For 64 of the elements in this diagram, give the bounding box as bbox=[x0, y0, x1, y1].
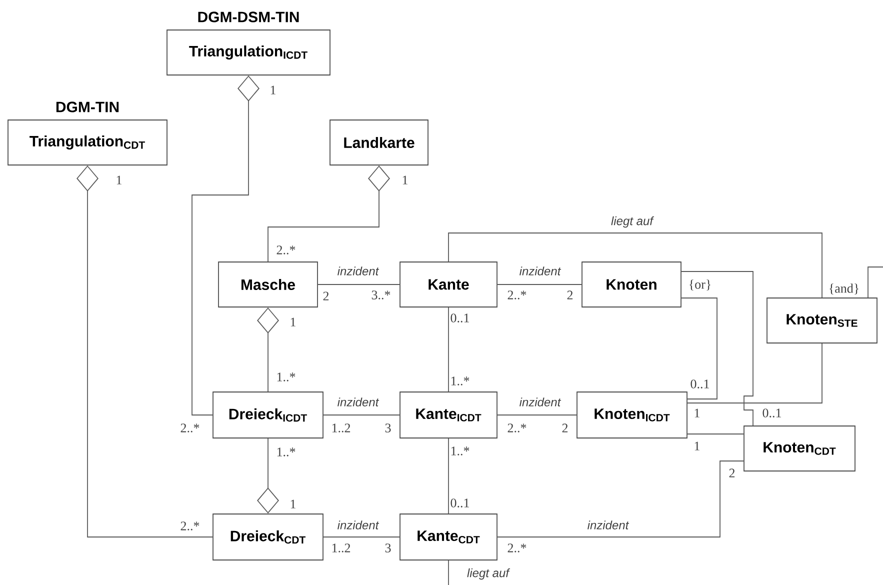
association-line bbox=[448, 560, 449, 585]
diagram-heading: DGM-TIN bbox=[56, 102, 119, 112]
association-line bbox=[681, 298, 718, 400]
multiplicity-label: 3 bbox=[385, 424, 391, 432]
association-line bbox=[497, 460, 744, 538]
association-line bbox=[318, 284, 400, 285]
multiplicity-label: 2..* bbox=[180, 424, 200, 432]
multiplicity-label: 2..* bbox=[276, 246, 296, 254]
edge-label: inzident bbox=[518, 396, 562, 408]
multiplicity-label: 2 bbox=[729, 468, 735, 478]
multiplicity-label: 0..1 bbox=[762, 408, 781, 418]
multiplicity-label: 1 bbox=[694, 408, 700, 418]
association-line bbox=[448, 307, 449, 392]
edge-label: inzident bbox=[518, 266, 562, 276]
class-box: Dreieck$_{CDT}$ bbox=[212, 514, 324, 560]
multiplicity-label: 0..1 bbox=[450, 314, 469, 322]
class-box: Masche bbox=[218, 262, 318, 308]
class-box: Knoten$_{STE}$ bbox=[766, 298, 878, 344]
edge-label: liegt auf bbox=[466, 567, 510, 581]
class-box: Dreieck$_{ICDT}$ bbox=[212, 392, 324, 438]
multiplicity-label: 1..* bbox=[451, 446, 470, 456]
association-line bbox=[868, 266, 883, 298]
multiplicity-label: 2..* bbox=[180, 522, 200, 530]
multiplicity-label: 1..* bbox=[277, 448, 296, 456]
multiplicity-label: 0..1 bbox=[450, 498, 469, 508]
multiplicity-label: 2 bbox=[323, 292, 329, 300]
multiplicity-label: 1..2 bbox=[332, 424, 350, 432]
multiplicity-label: 2..* bbox=[508, 290, 526, 300]
multiplicity-label: 2..* bbox=[508, 424, 526, 432]
multiplicity-label: 2 bbox=[567, 290, 573, 300]
class-box: Kante$_{ICDT}$ bbox=[400, 392, 498, 438]
multiplicity-label: 2 bbox=[562, 424, 568, 432]
association-line bbox=[681, 271, 754, 426]
class-box: Knoten bbox=[582, 262, 682, 308]
constraint-label: {or} bbox=[690, 280, 710, 290]
constraint-label: {and} bbox=[830, 284, 858, 294]
association-line bbox=[323, 536, 400, 538]
class-box: Knoten$_{CDT}$ bbox=[744, 426, 856, 472]
edge-label: inzident bbox=[336, 396, 380, 408]
class-box: Triangulation$_{CDT}$ bbox=[8, 120, 168, 166]
multiplicity-label: 1..* bbox=[277, 372, 296, 382]
class-box: Kante bbox=[400, 262, 498, 308]
association-line bbox=[448, 438, 449, 514]
multiplicity-label: 2..* bbox=[508, 544, 526, 552]
association-line bbox=[497, 284, 582, 285]
class-box: Kante$_{CDT}$ bbox=[400, 514, 498, 560]
multiplicity-label: 1 bbox=[694, 442, 700, 450]
multiplicity-label: 3 bbox=[385, 544, 391, 552]
multiplicity-label: 1..* bbox=[451, 376, 470, 386]
class-box: Triangulation$_{ICDT}$ bbox=[166, 30, 330, 76]
multiplicity-label: 3..* bbox=[372, 290, 390, 300]
association-line bbox=[448, 232, 822, 298]
class-box: Landkarte bbox=[330, 120, 428, 166]
edge-label: liegt auf bbox=[610, 215, 654, 229]
multiplicity-label: 1..2 bbox=[332, 544, 350, 552]
edge-label: inzident bbox=[336, 520, 380, 530]
association-line bbox=[323, 414, 400, 416]
diagram-heading: DGM-DSM-TIN bbox=[198, 12, 299, 22]
association-line bbox=[497, 414, 577, 416]
class-box: Knoten$_{ICDT}$ bbox=[576, 392, 688, 438]
multiplicity-label: 0..1 bbox=[690, 380, 709, 388]
edge-label: inzident bbox=[336, 266, 380, 276]
edge-label: inzident bbox=[586, 520, 630, 530]
association-line bbox=[687, 343, 822, 404]
